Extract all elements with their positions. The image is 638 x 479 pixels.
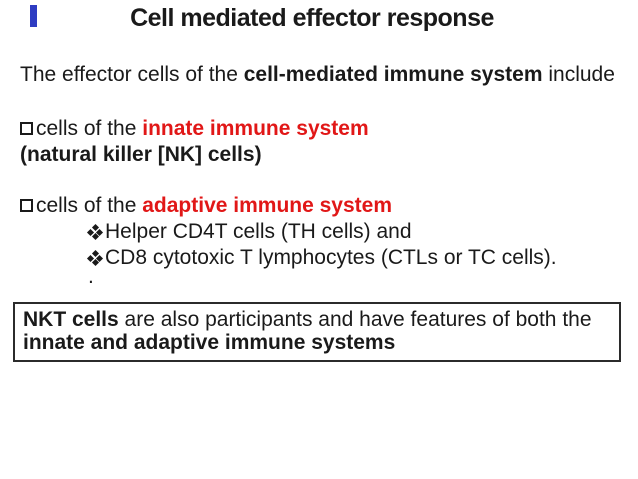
bullet-text: cells of the innate immune system: [36, 117, 369, 140]
slide-title: Cell mediated effector response: [130, 4, 494, 32]
bullet-line: cells of the adaptive immune system: [20, 193, 557, 219]
bullet-continuation-line: (natural killer [NK] cells): [20, 143, 262, 166]
note-line-2: innate and adaptive immune systems: [23, 331, 396, 354]
sub-bullet-helper-cd4t: Helper CD4T cells (TH cells) and: [20, 219, 557, 245]
bullet-item-adaptive: cells of the adaptive immune system Help…: [20, 193, 557, 271]
bullet-item-innate: cells of the innate immune system (natur…: [20, 116, 369, 168]
diamond-bullet-icon: [86, 249, 104, 267]
bullet-text: cells of the adaptive immune system: [36, 194, 392, 217]
sub-bullet-text: Helper CD4T cells (TH cells) and: [105, 220, 412, 243]
blue-marker-bar: [30, 5, 37, 27]
note-line-1: NKT cells are also participants and have…: [23, 308, 592, 331]
intro-line: The effector cells of the cell-mediated …: [20, 63, 615, 86]
nkt-note-box: NKT cells are also participants and have…: [13, 302, 621, 362]
sub-bullet-text: CD8 cytotoxic T lymphocytes (CTLs or TC …: [105, 246, 557, 269]
sub-bullet-cd8-ctl: CD8 cytotoxic T lymphocytes (CTLs or TC …: [20, 245, 557, 271]
diamond-bullet-icon: [86, 223, 104, 241]
stray-period: .: [88, 265, 94, 288]
square-bullet-icon: [20, 122, 33, 135]
bullet-line: cells of the innate immune system: [20, 116, 369, 142]
square-bullet-icon: [20, 199, 33, 212]
